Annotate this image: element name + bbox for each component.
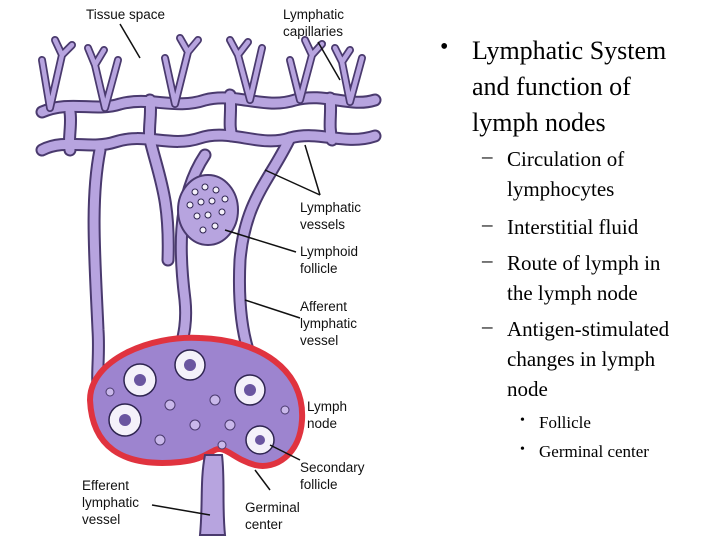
sub-sub-bullet-1: Follicle [539,413,591,432]
dash-marker: – [482,248,493,272]
label-secondary-follicle-1: Secondary [300,460,365,475]
diagram-labels: Tissue space Lymphatic capillaries Lymph… [82,7,365,532]
main-bullet-line-2: and function of [472,72,631,101]
sub-bullet-1-line-1: Circulation of [507,147,625,171]
dash-marker: – [482,212,493,236]
sub-bullet-1-line-2: lymphocytes [507,177,615,201]
label-lymphatic-capillaries-1: Lymphatic [283,7,344,22]
sub-sub-bullet-marker: • [520,413,525,428]
bullet-marker: • [440,34,449,60]
dash-marker: – [482,144,493,168]
label-lymphoid-follicle-1: Lymphoid [300,244,358,259]
lymphatic-system-diagram: Tissue space Lymphatic capillaries Lymph… [35,7,382,536]
leader-lines [119,23,341,516]
sub-bullet-4-line-2: changes in lymph [507,347,656,371]
sub-bullet-2: Interstitial fluid [507,215,639,239]
main-bullet-line-1: Lymphatic System [472,36,667,65]
lymphoid-follicle-shape [177,174,239,246]
label-efferent-2: lymphatic [82,495,139,510]
label-lymph-node-1: Lymph [307,399,347,414]
main-bullet-line-3: lymph nodes [472,108,606,137]
label-lymph-node-2: node [307,416,337,431]
label-efferent-1: Efferent [82,478,129,493]
label-efferent-3: vessel [82,512,120,527]
sub-bullet-4-line-1: Antigen-stimulated [507,317,670,341]
label-afferent-2: lymphatic [300,316,357,331]
label-tissue-space: Tissue space [86,7,165,22]
label-lymphoid-follicle-2: follicle [300,261,338,276]
label-lymphatic-vessels-1: Lymphatic [300,200,361,215]
label-lymphatic-vessels-2: vessels [300,217,345,232]
sub-sub-bullet-marker: • [520,442,525,457]
label-afferent-1: Afferent [300,299,347,314]
sub-bullet-4-line-3: node [507,377,548,401]
label-afferent-3: vessel [300,333,338,348]
sub-sub-bullet-2: Germinal center [539,442,649,461]
sub-bullet-3-line-2: the lymph node [507,281,638,305]
label-germinal-center-1: Germinal [245,500,300,515]
label-germinal-center-2: center [245,517,283,532]
label-lymphatic-capillaries-2: capillaries [283,24,343,39]
dash-marker: – [482,314,493,338]
label-secondary-follicle-2: follicle [300,477,338,492]
lymph-node-shape [86,334,306,469]
sub-bullet-3-line-1: Route of lymph in [507,251,661,275]
